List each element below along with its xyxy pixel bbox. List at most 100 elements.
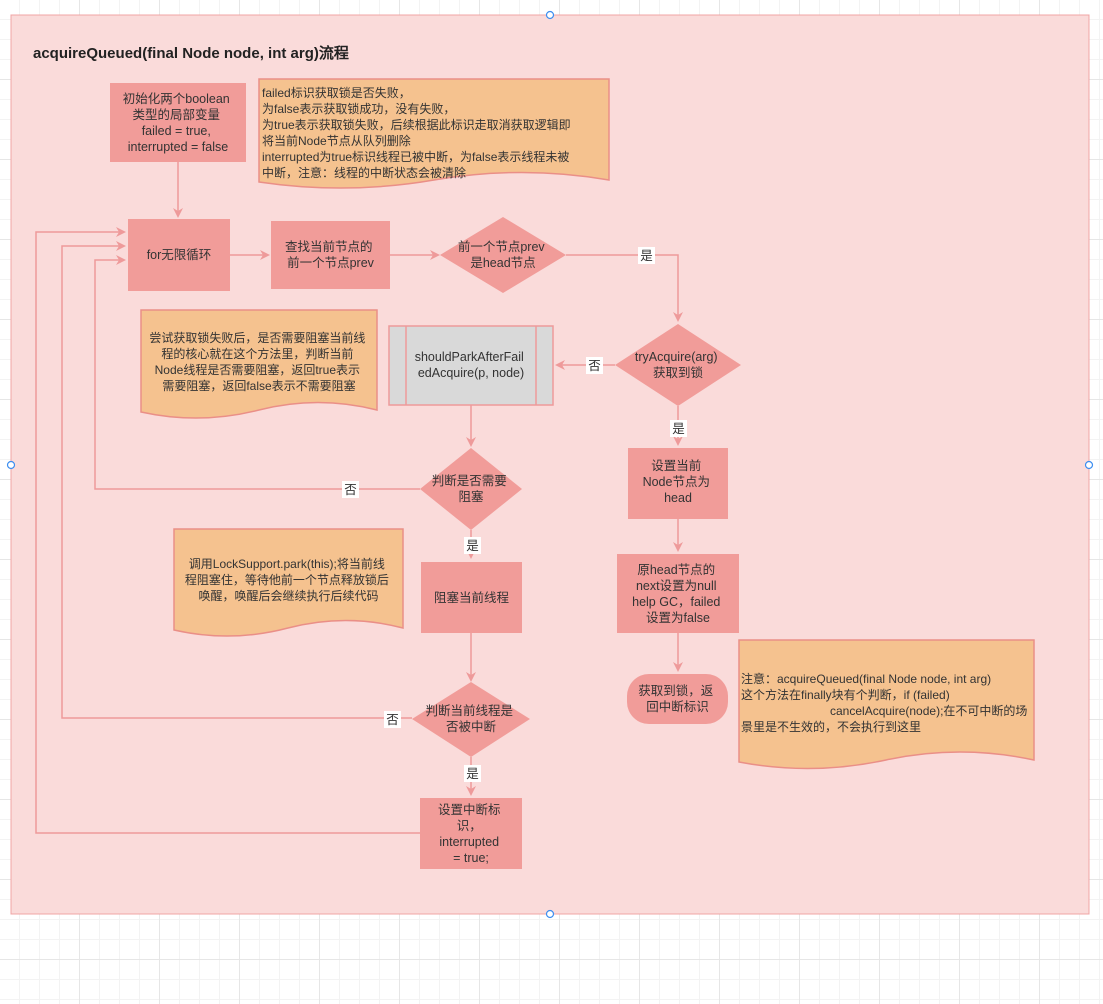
help-gc-line: help GC，failed xyxy=(632,595,720,609)
edge-label-no-interrupt: 否 xyxy=(386,713,399,727)
svg-text:failed标识获取锁是否失败， 为false表: failed标识获取锁是否失败， 为false表示获取锁成功，没有失败， 为tr… xyxy=(262,85,574,180)
resize-handle-left[interactable] xyxy=(6,460,16,470)
block-thread-node[interactable]: 阻塞当前线程 xyxy=(421,562,522,633)
should-park-line: edAcquire(p, node) xyxy=(418,366,524,380)
failed-note[interactable]: failed标识获取锁是否失败， 为false表示获取锁成功，没有失败， 为tr… xyxy=(258,78,610,189)
init-vars-line: 类型的局部变量 xyxy=(133,107,221,122)
failed-note-line: 为false表示获取锁成功，没有失败， xyxy=(262,101,455,116)
set-head-line: 设置当前 xyxy=(651,458,701,473)
should-park-line: shouldParkAfterFail xyxy=(415,350,524,364)
park-note-line: Node线程是否需要阻塞，返回true表示 xyxy=(155,362,360,377)
help-gc-line: 原head节点的 xyxy=(637,562,715,577)
svg-text:查找当前节点的 前一个节点prev: 查找当前节点的 前一个节点prev xyxy=(285,239,376,270)
set-head-node[interactable]: 设置当前 Node节点为 head xyxy=(628,448,728,519)
svg-text:初始化两个boolean 类型的局部变量: 初始化两个boolean 类型的局部变量 failed = true, inte… xyxy=(123,92,233,154)
is-interrupted-decision[interactable]: 判断当前线程是 否被中断 xyxy=(412,682,530,757)
selection-handles xyxy=(6,10,1094,919)
edge-label-yes-interrupt: 是 xyxy=(466,767,479,781)
svg-text:获取到锁，返 回中断标识: 获取到锁，返 回中断标识 xyxy=(638,683,717,714)
find-prev-line: 前一个节点prev xyxy=(287,255,375,270)
got-lock-terminal[interactable]: 获取到锁，返 回中断标识 xyxy=(627,674,728,724)
help-gc-line: 设置为false xyxy=(646,610,710,625)
got-lock-line: 回中断标识 xyxy=(646,699,709,714)
try-acquire-line: tryAcquire(arg) xyxy=(635,350,718,364)
edge-setinterrupt-back xyxy=(35,227,420,834)
park-note[interactable]: 尝试获取锁失败后，是否需要阻塞当前线 程的核心就在这个方法里，判断当前 Node… xyxy=(140,309,378,419)
svg-text:shouldParkAfterFail edAc: shouldParkAfterFail edAcquire(p, node) xyxy=(415,350,528,380)
svg-text:设置当前 Node节点为 head: 设置当前 Node节点为 head xyxy=(643,458,714,505)
is-interrupted-line: 否被中断 xyxy=(446,719,496,734)
locksupport-note[interactable]: 调用LockSupport.park(this);将当前线 程阻塞住，等待他前一… xyxy=(173,528,404,637)
set-head-line: head xyxy=(664,491,692,505)
failed-note-line: 为true表示获取锁失败，后续根据此标识走取消获取逻辑即 xyxy=(262,117,571,132)
block-thread-label: 阻塞当前线程 xyxy=(434,590,510,605)
set-interrupt-line: interrupted xyxy=(439,835,499,849)
find-prev-line: 查找当前节点的 xyxy=(285,239,373,254)
need-block-decision[interactable]: 判断是否需要 阻塞 xyxy=(420,448,522,530)
failed-note-line: 中断，注意：线程的中断状态会被清除 xyxy=(262,165,466,180)
try-acquire-line: 获取到锁 xyxy=(653,365,704,380)
finally-note-line: cancelAcquire(node);在不可中断的场 xyxy=(830,703,1027,718)
edge-prevhead-yes xyxy=(566,254,683,322)
edges xyxy=(35,162,683,834)
svg-text:调用LockSupport.park(this);将当前线: 调用LockSupport.park(this);将当前线 程阻塞住，等待他前一… xyxy=(185,556,392,603)
should-park-process[interactable]: shouldParkAfterFail edAcquire(p, node) xyxy=(388,325,554,406)
set-interrupt-line: 识， xyxy=(457,819,482,833)
svg-text:tryAcquire(arg) 获取到锁: tryAcquire(arg) 获取到锁 xyxy=(635,350,721,380)
failed-note-line: failed标识获取锁是否失败， xyxy=(262,85,411,100)
init-vars-node[interactable]: 初始化两个boolean 类型的局部变量 failed = true, inte… xyxy=(110,83,246,162)
resize-handle-top[interactable] xyxy=(545,10,555,20)
edge-label-yes-block: 是 xyxy=(466,539,479,553)
svg-text:判断是否需要 阻塞: 判断是否需要 阻塞 xyxy=(432,473,511,504)
find-prev-node[interactable]: 查找当前节点的 前一个节点prev xyxy=(271,221,390,289)
park-note-line: 需要阻塞，返回false表示不需要阻塞 xyxy=(162,378,355,393)
svg-text:前一个节点prev 是head节点: 前一个节点prev 是head节点 xyxy=(458,239,548,270)
try-acquire-decision[interactable]: tryAcquire(arg) 获取到锁 xyxy=(615,324,741,406)
finally-note-line: 这个方法在finally块有个判断，if (failed) xyxy=(741,687,950,702)
park-note-line: 程的核心就在这个方法里，判断当前 xyxy=(161,346,353,361)
failed-note-line: interrupted为true标识线程已被中断，为false表示线程未被 xyxy=(262,149,569,164)
failed-note-line: 将当前Node节点从队列删除 xyxy=(262,133,411,148)
diagram-title: acquireQueued(final Node node, int arg)流… xyxy=(33,44,349,62)
resize-handle-bottom[interactable] xyxy=(545,909,555,919)
set-interrupt-line: = true; xyxy=(453,851,489,865)
finally-note-line: 景里是不生效的，不会执行到这里 xyxy=(741,719,921,734)
edge-label-no-block: 否 xyxy=(344,483,357,497)
svg-text:设置中断标 识， interrupt: 设置中断标 识， interrupted = true; xyxy=(438,802,504,865)
help-gc-node[interactable]: 原head节点的 next设置为null help GC，failed 设置为f… xyxy=(617,554,739,633)
finally-note[interactable]: 注意：acquireQueued(final Node node, int ar… xyxy=(738,639,1035,770)
svg-text:判断当前线程是 否被中断: 判断当前线程是 否被中断 xyxy=(426,703,517,734)
edge-labels: 是 否 是 否 是 否 是 xyxy=(342,247,687,782)
init-vars-line: 初始化两个boolean xyxy=(123,92,230,106)
init-vars-line: interrupted = false xyxy=(128,140,228,154)
svg-text:for无限循环: for无限循环 xyxy=(147,248,212,262)
edge-label-yes-head: 是 xyxy=(640,249,653,263)
edge-interrupted-no xyxy=(61,241,412,719)
locksupport-note-line: 程阻塞住，等待他前一个节点释放锁后 xyxy=(185,572,389,587)
need-block-line: 阻塞 xyxy=(458,489,484,504)
for-loop-node[interactable]: for无限循环 xyxy=(128,219,230,291)
park-note-line: 尝试获取锁失败后，是否需要阻塞当前线 xyxy=(149,330,365,345)
locksupport-note-line: 调用LockSupport.park(this);将当前线 xyxy=(189,556,385,571)
edge-label-no-try: 否 xyxy=(588,359,601,373)
for-loop-label: for无限循环 xyxy=(147,248,212,262)
got-lock-line: 获取到锁，返 xyxy=(638,683,713,698)
prev-is-head-line: 前一个节点prev xyxy=(458,239,546,254)
resize-handle-right[interactable] xyxy=(1084,460,1094,470)
prev-is-head-line: 是head节点 xyxy=(470,256,535,270)
svg-text:注意：acquireQueued(final Node no: 注意：acquireQueued(final Node node, int ar… xyxy=(741,671,1031,734)
edge-needblock-no xyxy=(94,255,420,490)
locksupport-note-line: 唤醒，唤醒后会继续执行后续代码 xyxy=(198,589,378,603)
set-interrupt-node[interactable]: 设置中断标 识， interrupted = true; xyxy=(420,798,522,869)
prev-is-head-decision[interactable]: 前一个节点prev 是head节点 xyxy=(440,217,566,293)
svg-text:原head节点的 next设置为null: 原head节点的 next设置为null help GC，failed 设置为f… xyxy=(632,562,724,625)
svg-text:阻塞当前线程: 阻塞当前线程 xyxy=(434,590,510,605)
help-gc-line: next设置为null xyxy=(636,578,717,593)
is-interrupted-line: 判断当前线程是 xyxy=(426,703,514,718)
edge-label-yes-try: 是 xyxy=(672,422,685,436)
finally-note-line: 注意：acquireQueued(final Node node, int ar… xyxy=(741,671,991,686)
svg-text:尝试获取锁失败后，是否需要阻塞当前线 程的核心就: 尝试获取锁失败后，是否需要阻塞当前线 程的核心就在这个方法里，判断当前 Node… xyxy=(149,330,368,393)
need-block-line: 判断是否需要 xyxy=(432,473,507,488)
set-interrupt-line: 设置中断标 xyxy=(438,802,501,817)
init-vars-line: failed = true, xyxy=(142,124,211,138)
